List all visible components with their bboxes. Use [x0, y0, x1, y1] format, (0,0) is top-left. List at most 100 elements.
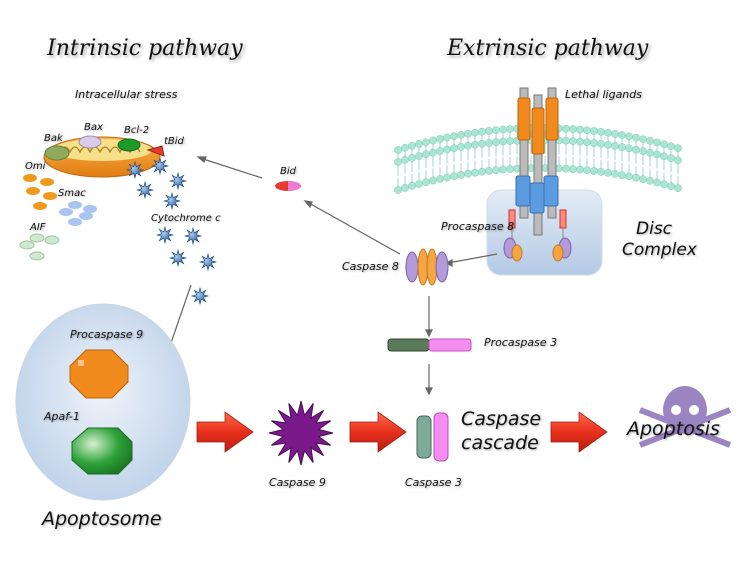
- lipid-head: [667, 142, 675, 151]
- lipid-head: [590, 127, 598, 135]
- cytochrome-c-icon: [150, 156, 170, 176]
- lipid-head: [562, 124, 570, 133]
- caspase8-molecule: [405, 248, 449, 286]
- lipid-head: [499, 125, 507, 134]
- label-bid: Bid: [280, 166, 296, 177]
- lipid-head: [653, 138, 661, 147]
- lipid-head: [436, 147, 444, 155]
- lipid-head: [408, 182, 416, 190]
- lipid-head: [576, 137, 584, 146]
- lipid-head: [443, 173, 451, 182]
- lipid-head: [464, 169, 472, 178]
- lipid-head: [604, 128, 612, 137]
- lipid-head: [583, 166, 591, 175]
- label-smac: Smac: [58, 188, 86, 199]
- bid-molecule: [275, 181, 301, 191]
- lipid-head: [618, 131, 626, 139]
- procaspase9-molecule: [69, 349, 129, 399]
- lipid-head: [667, 182, 675, 191]
- lipid-head: [625, 144, 633, 153]
- lipid-head: [618, 171, 626, 179]
- lipid-head: [394, 186, 402, 194]
- lipid-head: [436, 175, 444, 183]
- cytochrome-c-icon: [190, 286, 210, 306]
- lipid-head: [485, 139, 493, 147]
- lipid-head: [590, 167, 598, 175]
- label-caspase3: Caspase 3: [405, 476, 462, 489]
- label-lethal-ligands: Lethal ligands: [565, 88, 642, 101]
- lipid-head: [492, 126, 500, 135]
- lipid-head: [415, 152, 423, 160]
- aif-proteins: [19, 233, 60, 261]
- lipid-head: [604, 140, 612, 149]
- lipid-head: [660, 180, 668, 189]
- lipid-head: [422, 150, 430, 159]
- skull-crossbones-icon: [638, 386, 732, 448]
- lipid-head: [583, 138, 591, 147]
- lipid-head: [506, 137, 514, 145]
- lipid-head: [457, 143, 465, 151]
- lipid-head: [471, 168, 479, 177]
- lipid-head: [436, 135, 444, 143]
- lipid-head: [590, 139, 598, 147]
- smac-proteins: [59, 201, 97, 226]
- lipid-head: [576, 165, 584, 174]
- lipid-head: [401, 184, 409, 192]
- label-omi: Omi: [25, 161, 46, 172]
- lipid-head: [597, 140, 605, 148]
- big-red-arrow-2: [349, 411, 407, 453]
- lipid-head: [576, 125, 584, 134]
- lipid-head: [506, 165, 514, 173]
- lipid-head: [492, 166, 500, 175]
- lipid-head: [422, 138, 430, 147]
- cytochrome-c-icon: [168, 171, 188, 191]
- lipid-head: [562, 164, 570, 173]
- label-aif: AIF: [30, 222, 46, 233]
- cytochrome-c-icon: [168, 248, 188, 268]
- lipid-head: [443, 133, 451, 142]
- lipid-head: [471, 128, 479, 137]
- arrow-caspase8-to-bid: [306, 201, 401, 255]
- lipid-head: [457, 171, 465, 179]
- label-apaf1: Apaf-1: [44, 410, 80, 423]
- label-apoptosome: Apoptosome: [42, 508, 162, 530]
- arrow-bid-to-tbid: [199, 157, 263, 179]
- lipid-head: [429, 176, 437, 185]
- label-procaspase3: Procaspase 3: [484, 336, 558, 349]
- omi-proteins: [23, 174, 57, 210]
- big-red-arrow-3: [550, 411, 608, 453]
- lipid-head: [429, 148, 437, 157]
- label-intracellular-stress: Intracellular stress: [75, 88, 178, 101]
- lipid-head: [604, 168, 612, 177]
- lipid-head: [457, 131, 465, 139]
- cytochrome-c-icon: [125, 160, 145, 180]
- lipid-head: [653, 150, 661, 159]
- lipid-head: [597, 168, 605, 176]
- lipid-head: [415, 140, 423, 148]
- lipid-head: [583, 126, 591, 135]
- lipid-head: [646, 136, 654, 145]
- apaf1-molecule: [71, 427, 133, 475]
- lipid-head: [660, 140, 668, 149]
- label-bak: Bak: [44, 133, 63, 144]
- caspase3-molecule: [416, 412, 449, 462]
- lipid-head: [394, 158, 402, 166]
- label-bax: Bax: [84, 122, 103, 133]
- lipid-head: [653, 178, 661, 187]
- lipid-head: [492, 138, 500, 147]
- lipid-head: [401, 156, 409, 164]
- extrinsic-pathway-title: Extrinsic pathway: [447, 36, 649, 61]
- lipid-head: [632, 133, 640, 142]
- lipid-head: [611, 142, 619, 150]
- lipid-head: [674, 156, 682, 165]
- lipid-head: [450, 172, 458, 180]
- lipid-head: [499, 165, 507, 174]
- label-caspase-cascade: Caspase cascade: [461, 407, 541, 455]
- lipid-head: [394, 146, 402, 154]
- label-cytochrome-c: Cytochrome c: [151, 213, 221, 224]
- lipid-head: [450, 144, 458, 152]
- lipid-head: [674, 184, 682, 193]
- lipid-head: [632, 173, 640, 182]
- lipid-head: [674, 144, 682, 153]
